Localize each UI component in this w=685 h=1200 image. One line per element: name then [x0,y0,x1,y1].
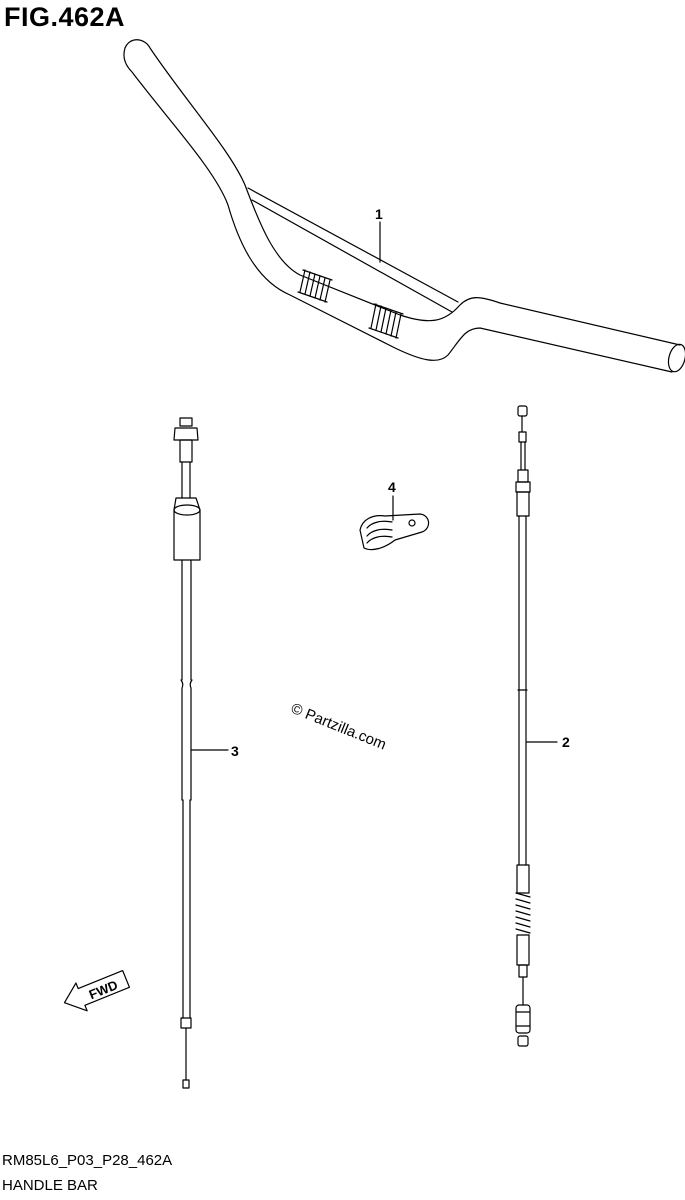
handlebar-part[interactable] [123,39,685,374]
cable-right-part[interactable] [515,405,531,1047]
watermark-text: © Partzilla.com [289,700,389,754]
diagram-name: HANDLE BAR [2,1177,98,1194]
cable-left-part[interactable] [173,417,201,1089]
fwd-label: FWD [87,977,120,1002]
callout-number-3: 3 [231,743,239,759]
knurl-right [368,303,404,339]
callout-number-1: 1 [375,206,383,222]
callout-number-2: 2 [562,734,570,750]
knurl-left [297,269,333,303]
diagram-code: RM85L6_P03_P28_462A [2,1152,173,1169]
callout-number-4: 4 [388,479,396,495]
figure-title: FIG.462A [4,2,126,32]
fwd-arrow-icon [63,969,131,1012]
clamp-part[interactable] [359,513,430,551]
